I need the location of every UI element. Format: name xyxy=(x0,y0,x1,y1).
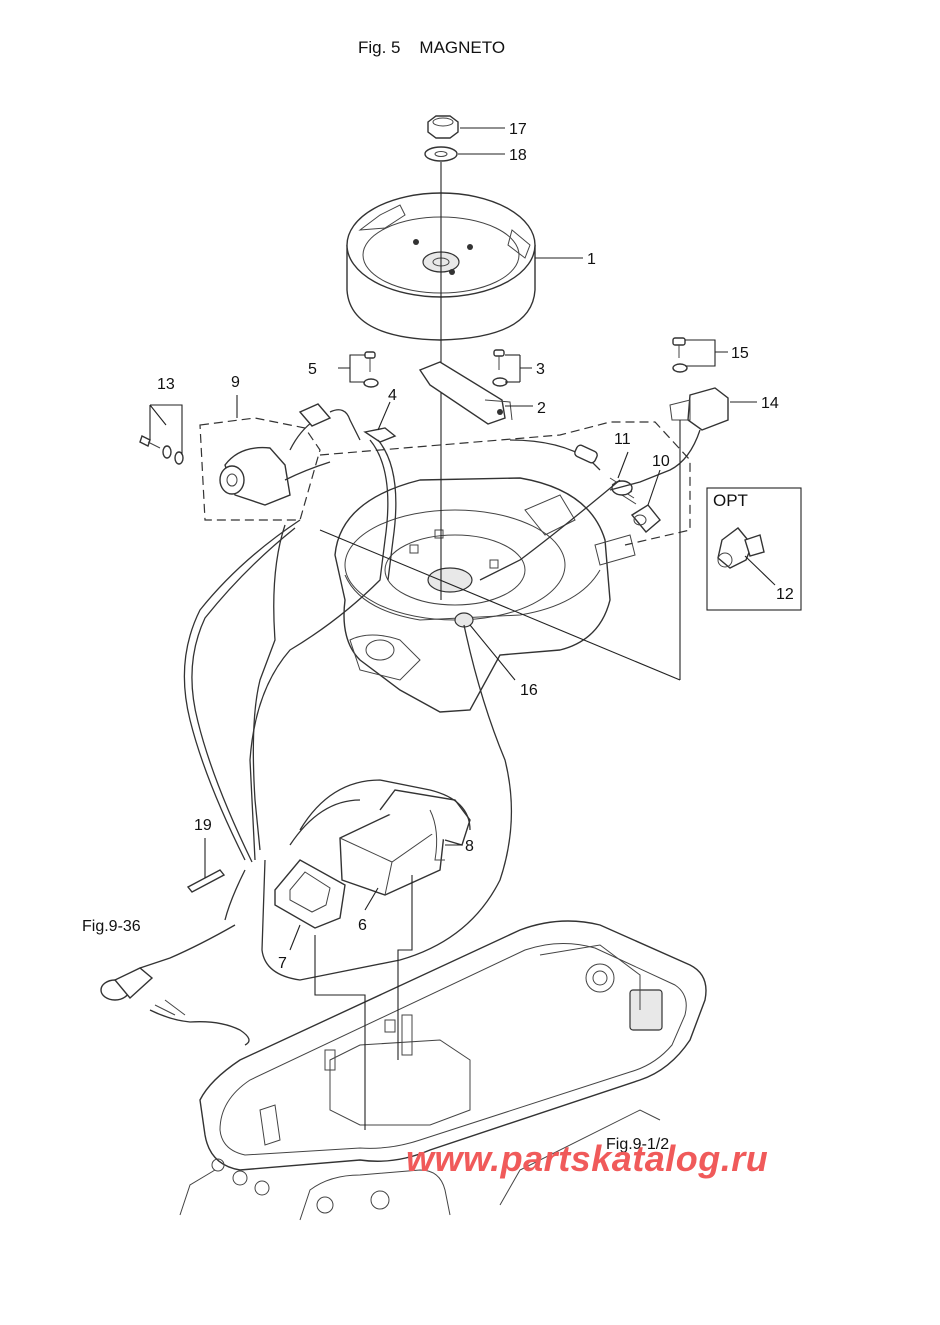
ignition-coil xyxy=(219,419,331,506)
harness-routing-outline xyxy=(319,421,691,546)
callout-16: 16 xyxy=(520,682,538,699)
callout-2: 2 xyxy=(537,400,546,417)
spark-plug-cap xyxy=(298,403,361,441)
callout-8: 8 xyxy=(465,838,474,855)
reference-fig-9-1-2: Fig.9-1/2 xyxy=(606,1136,669,1153)
cap-10 xyxy=(630,504,661,533)
screw-15 xyxy=(672,337,688,373)
wire-clamp xyxy=(363,427,397,443)
wire-harness xyxy=(139,439,621,981)
leader-16-axis xyxy=(319,529,681,681)
stator-base xyxy=(334,477,636,713)
option-box xyxy=(706,487,802,611)
spring-11 xyxy=(609,477,637,505)
ground-screw-13 xyxy=(139,435,184,465)
reference-fig-9-36: Fig.9-36 xyxy=(82,918,141,935)
callout-17: 17 xyxy=(509,121,527,138)
callout-10: 10 xyxy=(652,453,670,470)
callout-7: 7 xyxy=(278,955,287,972)
leader-cdi-mount xyxy=(397,875,413,1060)
callout-15: 15 xyxy=(731,345,749,362)
callout-1: 1 xyxy=(587,251,596,268)
callout-19: 19 xyxy=(194,817,212,834)
callout-leaders xyxy=(149,127,776,951)
callout-4: 4 xyxy=(388,387,397,404)
callout-13: 13 xyxy=(157,376,175,393)
lower-cowling-pan xyxy=(179,920,707,1221)
callout-3: 3 xyxy=(536,361,545,378)
callout-5: 5 xyxy=(308,361,317,378)
option-box-label: OPT xyxy=(713,491,748,510)
callout-9: 9 xyxy=(231,374,240,391)
callout-12: 12 xyxy=(776,586,794,603)
figure-title: Fig. 5 MAGNETO xyxy=(358,38,506,57)
cdi-harness xyxy=(299,779,471,831)
callout-14: 14 xyxy=(761,395,779,412)
lanyard-switch xyxy=(100,967,250,1046)
callout-18: 18 xyxy=(509,147,527,164)
leader-cushion-mount xyxy=(314,935,366,1130)
pulser-coil xyxy=(418,361,513,425)
callout-11: 11 xyxy=(614,431,631,448)
flywheel-washer xyxy=(424,146,458,162)
screw-5 xyxy=(363,351,379,388)
pin xyxy=(186,869,226,893)
ignition-coil-group-outline xyxy=(199,417,321,521)
screw-3 xyxy=(492,349,508,387)
stop-switch xyxy=(609,387,729,491)
cdi-bracket xyxy=(379,789,471,861)
cushion xyxy=(274,859,346,929)
callout-6: 6 xyxy=(358,917,367,934)
flywheel-nut xyxy=(427,115,459,139)
watermark: www.partskatalog.ru xyxy=(406,1138,769,1179)
option-part-elbow xyxy=(717,527,765,569)
plug-boot xyxy=(574,444,598,464)
